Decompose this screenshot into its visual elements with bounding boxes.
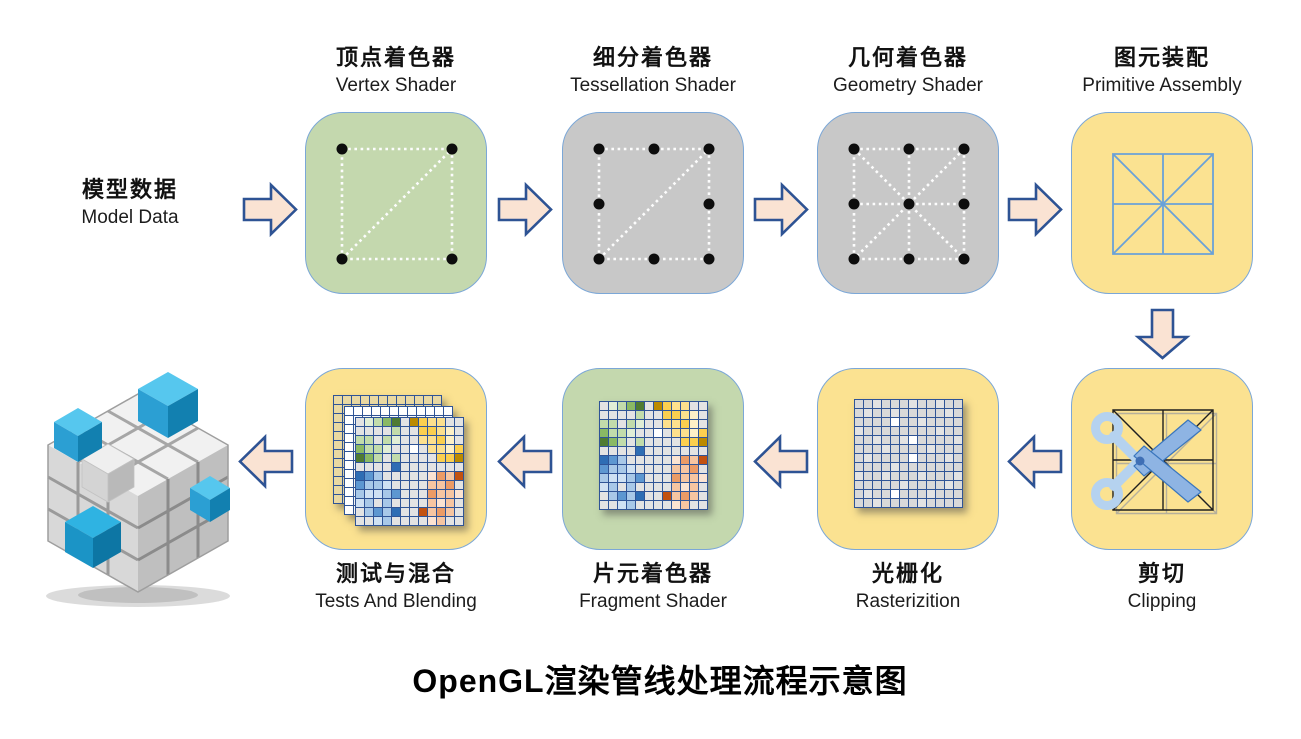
label-tests-and-blending: 测试与混合 Tests And Blending [256,560,536,616]
label-clipping-en: Clipping [1127,591,1197,612]
blue-subcube-top [138,372,198,438]
label-tessellation-shader-en: Tessellation Shader [570,75,736,96]
label-fragment-shader-en: Fragment Shader [579,591,727,612]
blue-subcube-front [65,506,121,568]
clipping-scissors-icon [1091,409,1218,515]
arrow-rasterization-to-fragment-icon [753,433,809,490]
label-primitive-assembly-zh: 图元装配 [1113,45,1210,70]
blue-subcube-top-left [54,408,102,462]
label-vertex-shader-zh: 顶点着色器 [335,45,456,70]
model-data-label-zh: 模型数据 [81,177,178,202]
model-data-label-en: Model Data [81,207,179,228]
label-vertex-shader-en: Vertex Shader [335,75,457,96]
geometry-points-icon [848,143,970,265]
diagram-title: OpenGL渲染管线处理流程示意图 [412,663,908,699]
arrow-geometry-to-primitive-icon [1007,181,1063,238]
tessellation-points-icon [593,143,715,265]
label-fragment-shader: 片元着色器 Fragment Shader [513,560,793,616]
stage-box-tests-and-blending [305,368,487,550]
primitive-wireframe-icon [1112,153,1214,255]
label-rasterization-zh: 光栅化 [871,561,944,586]
stage-box-fragment-shader [562,368,744,550]
raster-grid-icon [854,399,963,508]
vertex-points-icon [336,143,458,265]
stage-box-geometry-shader [817,112,999,294]
stage-box-clipping [1071,368,1253,550]
label-rasterization: 光栅化 Rasterizition [768,560,1048,616]
label-tessellation-shader: 细分着色器 Tessellation Shader [513,44,793,100]
scissors-glyph [1091,412,1202,510]
stage-box-tessellation-shader [562,112,744,294]
model-data-label: 模型数据 Model Data [20,175,240,232]
arrow-clipping-to-rasterization-icon [1007,433,1063,490]
model-cube-image [38,358,238,610]
label-geometry-shader: 几何着色器 Geometry Shader [768,44,1048,100]
arrow-tessellation-to-geometry-icon [753,181,809,238]
label-primitive-assembly-en: Primitive Assembly [1082,75,1242,96]
label-geometry-shader-en: Geometry Shader [833,75,983,96]
label-tests-and-blending-en: Tests And Blending [315,591,477,612]
stage-box-vertex-shader [305,112,487,294]
label-tests-and-blending-zh: 测试与混合 [335,561,456,586]
stage-box-primitive-assembly [1071,112,1253,294]
fragment-color-grid-icon [599,401,708,510]
arrow-fragment-to-tests-icon [497,433,553,490]
arrow-primitive-to-clipping-icon [1134,308,1191,360]
arrow-tests-to-output-icon [238,433,294,490]
label-vertex-shader: 顶点着色器 Vertex Shader [256,44,536,100]
stage-box-rasterization [817,368,999,550]
label-primitive-assembly: 图元装配 Primitive Assembly [1022,44,1301,100]
arrow-vertex-to-tessellation-icon [497,181,553,238]
blend-layer-front-icon [355,417,464,526]
arrow-model-to-vertex-icon [242,181,298,238]
label-clipping: 剪切 Clipping [1022,560,1301,616]
label-fragment-shader-zh: 片元着色器 [592,561,713,586]
label-tessellation-shader-zh: 细分着色器 [592,45,713,70]
label-rasterization-en: Rasterizition [855,591,961,612]
label-clipping-zh: 剪切 [1137,561,1186,586]
blue-subcube-right [190,476,230,522]
label-geometry-shader-zh: 几何着色器 [847,45,968,70]
